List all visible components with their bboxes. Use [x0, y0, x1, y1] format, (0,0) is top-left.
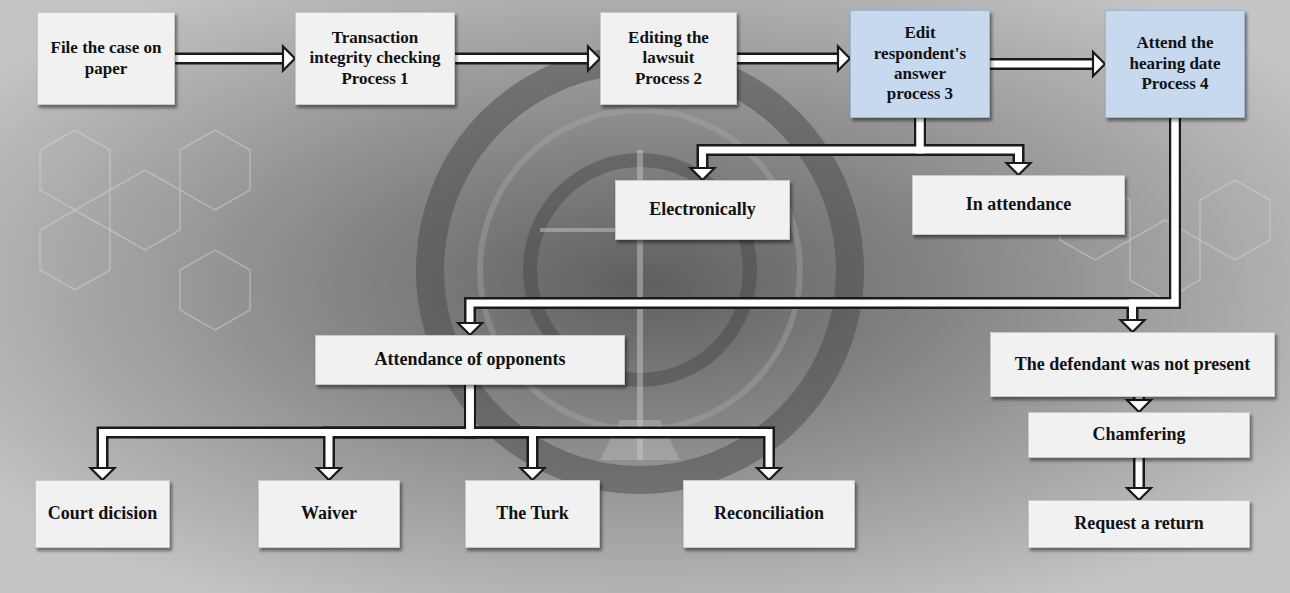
box-text: Transaction integrity checking [304, 28, 446, 69]
hollow-arrow-fill [1133, 118, 1176, 320]
outcome-box: Chamfering [1028, 412, 1250, 458]
process-box: Edit respondent's answerprocess 3 [850, 10, 990, 118]
arrow-head [1093, 52, 1105, 76]
box-text: Electronically [649, 199, 756, 221]
process-box: Attend the hearing dateProcess 4 [1105, 10, 1245, 118]
box-text: Attend the hearing date [1114, 33, 1236, 74]
box-text: process 3 [887, 84, 953, 104]
hollow-arrow-fill [455, 55, 588, 62]
box-text: Attendance of opponents [374, 349, 565, 371]
hollow-arrow-outline [703, 118, 921, 168]
hollow-arrow-outline [470, 118, 1175, 323]
arrow-head [1121, 320, 1145, 332]
arrow-head [757, 468, 781, 480]
hollow-arrow-outline [175, 53, 283, 65]
box-text: In attendance [966, 194, 1072, 216]
hollow-arrow-fill [103, 385, 471, 468]
arrow-head [1127, 400, 1151, 412]
hollow-arrow-fill [920, 118, 1019, 163]
process-box: File the case on paper [37, 12, 175, 105]
box-text: Process 2 [635, 69, 702, 89]
box-text: Process 4 [1141, 74, 1208, 94]
arrow-head [691, 168, 715, 180]
scales-illustration [430, 60, 850, 480]
hollow-arrow-fill [329, 385, 470, 468]
outcome-box: Waiver [258, 480, 400, 548]
outcome-box: Request a return [1028, 500, 1250, 548]
hollow-arrow-fill [470, 385, 769, 468]
outcome-box: In attendance [912, 175, 1125, 235]
arrow-head [838, 47, 850, 71]
hollow-arrow-outline [470, 385, 769, 468]
hollow-arrow-outline [1133, 458, 1145, 488]
box-text: Editing the lawsuit [609, 28, 728, 69]
arrow-head [588, 47, 600, 71]
hollow-arrow-fill [470, 118, 1175, 323]
hollow-arrow-fill [175, 55, 283, 62]
outcome-box: The Turk [465, 480, 600, 548]
hollow-arrow-outline [990, 58, 1093, 70]
arrow-head [1127, 488, 1151, 500]
hollow-arrow-outline [455, 53, 588, 65]
hollow-arrow-outline [920, 118, 1019, 163]
box-text: Process 1 [341, 69, 408, 89]
box-text: Edit respondent's answer [859, 23, 981, 84]
arrow-head [521, 468, 545, 480]
arrow-head [1007, 163, 1031, 175]
outcome-box: Electronically [615, 180, 790, 240]
outcome-box: Reconciliation [683, 480, 855, 548]
hollow-arrow-fill [1136, 458, 1143, 488]
hollow-arrow-fill [703, 118, 921, 168]
outcome-box: The defendant was not present [990, 332, 1275, 397]
hollow-arrow-outline [1133, 118, 1176, 320]
box-text: The Turk [496, 503, 569, 525]
box-text: Request a return [1074, 513, 1204, 535]
arrow-head [317, 468, 341, 480]
hollow-arrow-fill [990, 61, 1093, 68]
hollow-arrow-fill [737, 55, 838, 62]
box-text: Reconciliation [714, 503, 824, 525]
box-text: The defendant was not present [1015, 354, 1251, 376]
box-text: Waiver [301, 503, 357, 525]
process-box: Editing the lawsuitProcess 2 [600, 12, 737, 105]
arrow-head [283, 47, 295, 71]
arrow-head [458, 323, 482, 335]
hollow-arrow-fill [470, 385, 533, 468]
arrow-head [91, 468, 115, 480]
box-text: Court dicision [48, 503, 158, 525]
process-box: Transaction integrity checkingProcess 1 [295, 12, 455, 105]
outcome-box: Court dicision [35, 480, 170, 548]
box-text: Chamfering [1093, 424, 1186, 446]
hollow-arrow-outline [103, 385, 471, 468]
box-text: File the case on paper [46, 38, 166, 79]
hollow-arrow-outline [329, 385, 470, 468]
hollow-arrow-outline [737, 53, 838, 65]
outcome-box: Attendance of opponents [315, 335, 625, 385]
